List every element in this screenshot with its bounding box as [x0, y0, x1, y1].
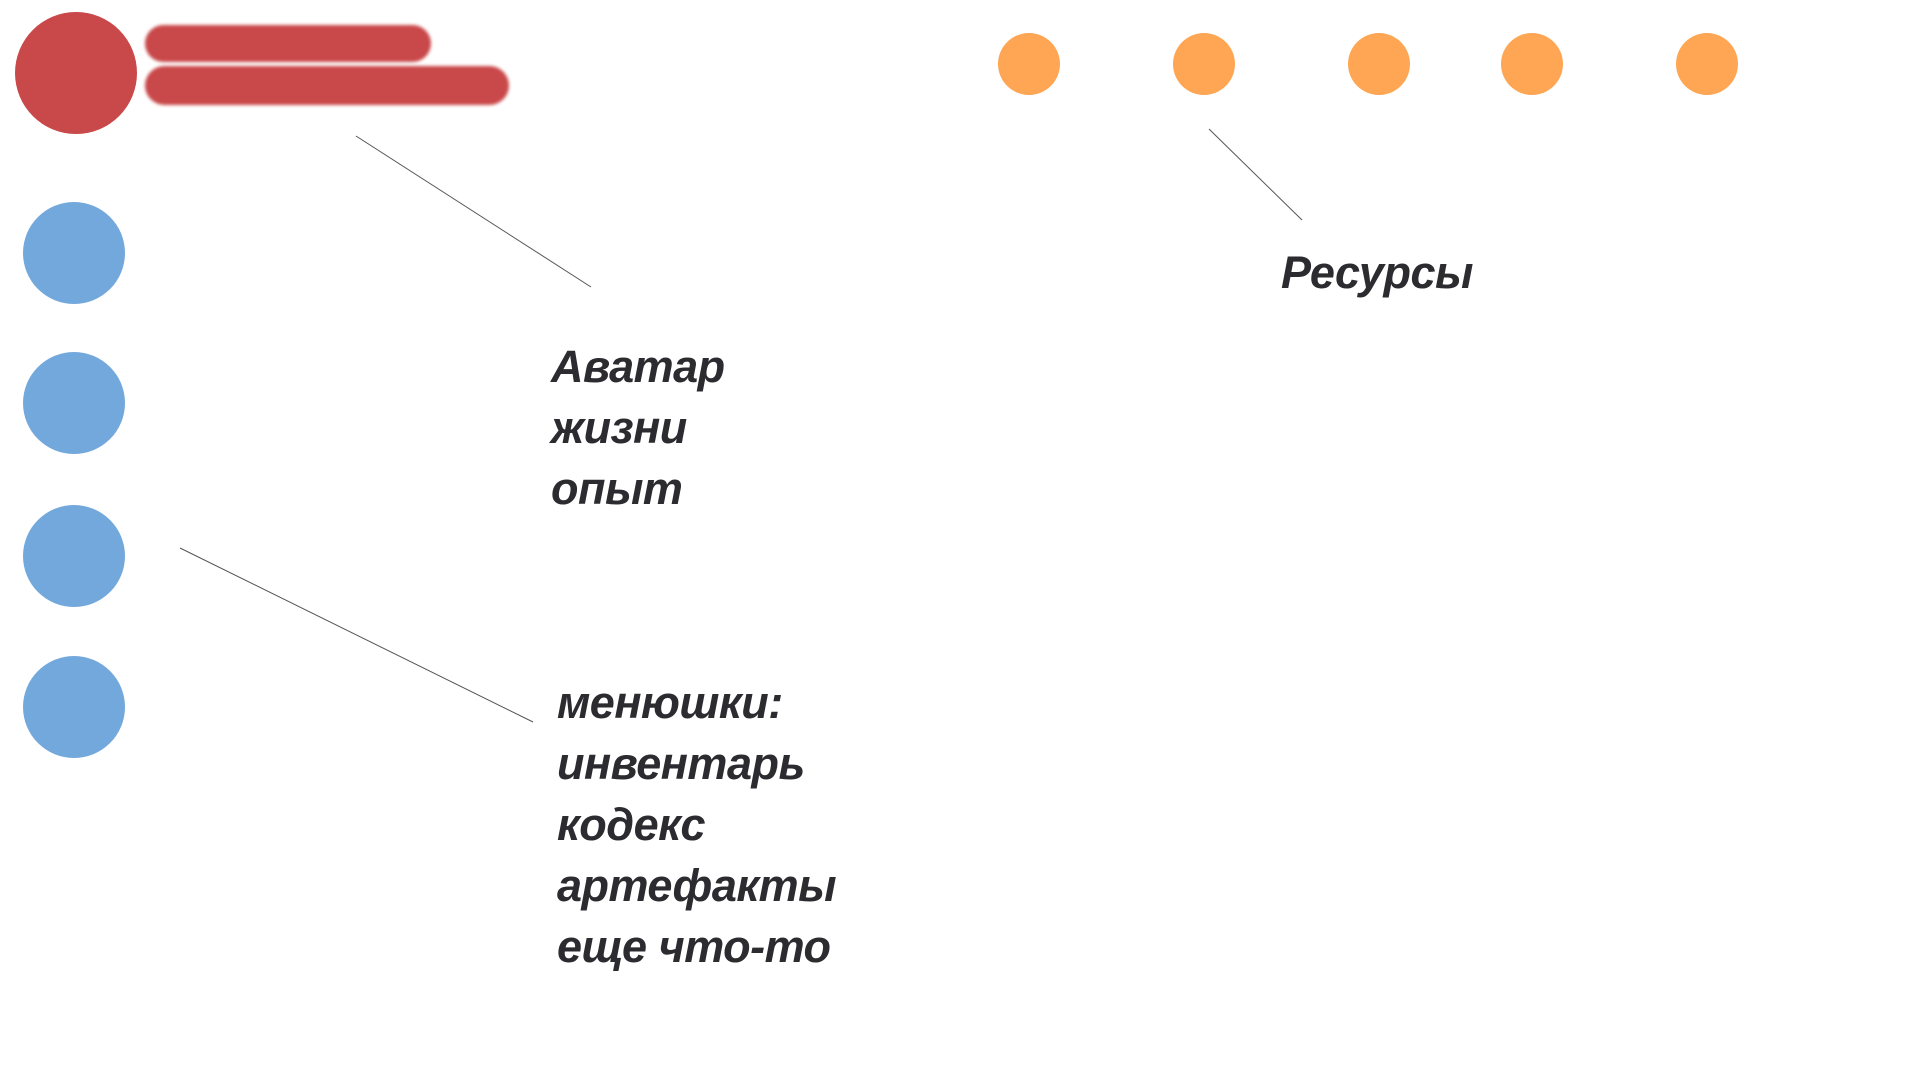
resource-slot [998, 33, 1060, 95]
annotation-line: артефакты [557, 860, 837, 911]
resource-slot [1676, 33, 1738, 95]
resource-slot [1348, 33, 1410, 95]
resources-annotation: Ресурсы [1281, 247, 1473, 298]
menu-button-artifacts[interactable] [23, 505, 125, 607]
health-bar [145, 25, 431, 62]
annotation-line: кодекс [557, 799, 705, 850]
menus-pointer-line [179, 547, 534, 723]
annotation-line: инвентарь [557, 738, 805, 789]
resource-slot [1173, 33, 1235, 95]
resources-pointer-line [1208, 128, 1303, 221]
menu-button-codex[interactable] [23, 352, 125, 454]
menu-button-inventory[interactable] [23, 202, 125, 304]
menu-button-other[interactable] [23, 656, 125, 758]
annotation-line: еще что-то [557, 921, 831, 972]
annotation-line: жизни [551, 402, 687, 453]
annotation-line: менюшки: [557, 677, 783, 728]
avatar-annotation: Аватар жизни опыт [551, 336, 725, 519]
menus-annotation: менюшки: инвентарь кодекс артефакты еще … [557, 672, 837, 977]
annotation-line: Аватар [551, 341, 725, 392]
experience-bar [145, 66, 509, 105]
avatar-pointer-line [355, 135, 592, 288]
annotation-line: опыт [551, 463, 683, 514]
avatar[interactable] [15, 12, 137, 134]
resource-slot [1501, 33, 1563, 95]
